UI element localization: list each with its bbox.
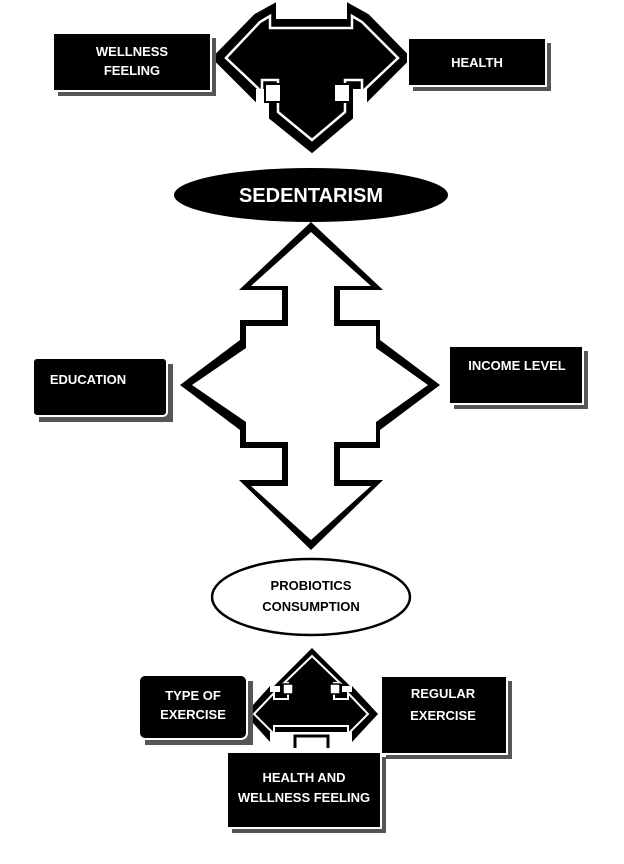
- node-health-wellness-line2: WELLNESS FEELING: [238, 790, 370, 805]
- node-probiotics-line1: PROBIOTICS: [271, 578, 352, 593]
- node-regular-exercise: REGULAR EXERCISE: [380, 675, 512, 759]
- node-income-level-label: INCOME LEVEL: [468, 358, 566, 373]
- node-wellness-feeling-line1: WELLNESS: [96, 44, 169, 59]
- center-four-way-arrow: [180, 222, 440, 550]
- node-sedentarism: SEDENTARISM: [174, 168, 448, 222]
- node-probiotics-line2: CONSUMPTION: [262, 599, 360, 614]
- node-education-label: EDUCATION: [50, 372, 126, 387]
- node-regular-exercise-line2: EXERCISE: [410, 708, 476, 723]
- node-wellness-feeling-line2: FEELING: [104, 63, 160, 78]
- node-education: EDUCATION: [32, 357, 173, 422]
- node-health-wellness-line1: HEALTH AND: [262, 770, 345, 785]
- node-regular-exercise-line1: REGULAR: [411, 686, 476, 701]
- node-sedentarism-label: SEDENTARISM: [239, 185, 383, 207]
- node-wellness-feeling: WELLNESS FEELING: [52, 32, 216, 96]
- node-type-of-exercise-line2: EXERCISE: [160, 707, 226, 722]
- node-type-of-exercise-line1: TYPE OF: [165, 688, 221, 703]
- node-health: HEALTH: [407, 37, 551, 91]
- node-type-of-exercise: TYPE OF EXERCISE: [138, 674, 253, 745]
- node-health-label: HEALTH: [451, 55, 503, 70]
- bottom-three-way-arrow: [245, 648, 378, 748]
- node-probiotics-consumption: PROBIOTICS CONSUMPTION: [210, 557, 412, 637]
- node-income-level: INCOME LEVEL: [448, 345, 588, 409]
- top-three-way-arrow: [211, 2, 412, 154]
- node-health-and-wellness-feeling: HEALTH AND WELLNESS FEELING: [226, 751, 386, 833]
